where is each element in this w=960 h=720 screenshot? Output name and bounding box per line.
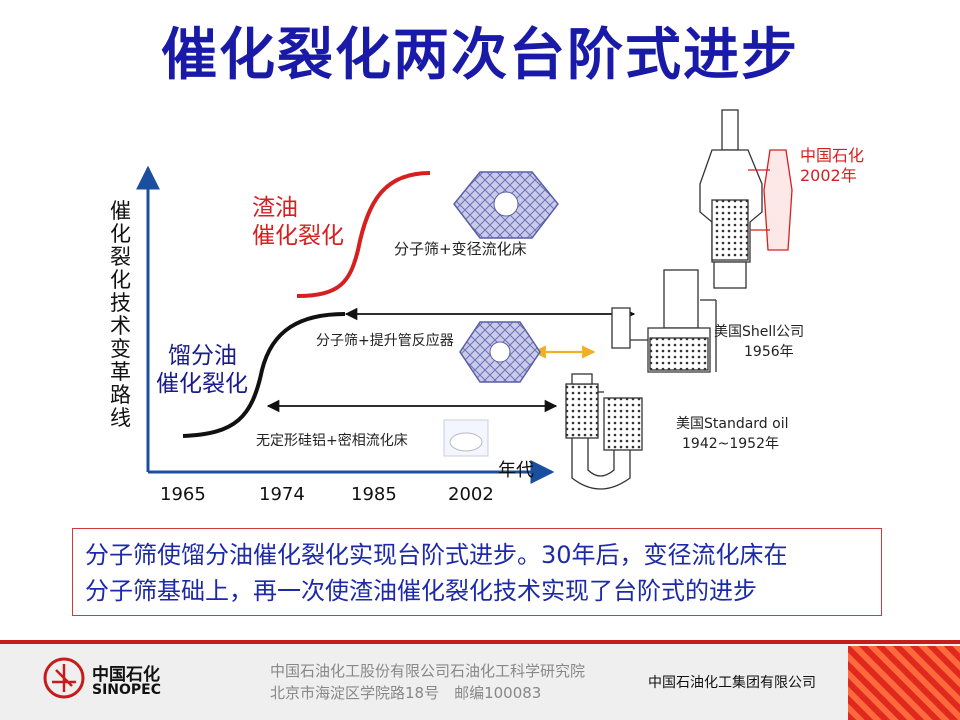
year-tick: 1985 bbox=[351, 484, 397, 505]
year-tick: 2002 bbox=[448, 484, 494, 505]
year-tick: 1974 bbox=[259, 484, 305, 505]
unit-standard-label: 美国Standard oil 1942~1952年 bbox=[676, 414, 789, 454]
logo-en-text: SINOPEC bbox=[92, 682, 162, 698]
caption-line2: 分子筛基础上，再一次使渣油催化裂化技术实现了台阶式的进步 bbox=[85, 577, 757, 605]
slide-title: 催化裂化两次台阶式进步 bbox=[161, 23, 799, 88]
tech-resid-label: 分子筛+变径流化床 bbox=[394, 240, 527, 258]
tech-amorphous-label: 无定形硅铝+密相流化床 bbox=[256, 433, 408, 449]
unit-shell-line1: 美国Shell公司 bbox=[714, 324, 805, 340]
caption-box: 分子筛使馏分油催化裂化实现台阶式进步。30年后，变径流化床在 分子筛基础上，再一… bbox=[72, 528, 882, 616]
resid-stage-label: 渣油 催化裂化 bbox=[252, 194, 344, 250]
distillate-stage-line1: 馏分油 bbox=[168, 343, 237, 369]
zeolite-image-top bbox=[453, 171, 559, 239]
caption-line1: 分子筛使馏分油催化裂化实现台阶式进步。30年后，变径流化床在 bbox=[85, 541, 788, 569]
unit-shell-label: 美国Shell公司 1956年 bbox=[714, 322, 804, 362]
y-axis-label: 催化裂化技术变革路线 bbox=[110, 199, 131, 430]
resid-stage-line1: 渣油 bbox=[252, 195, 298, 221]
year-tick: 1965 bbox=[160, 484, 206, 505]
footer-divider bbox=[0, 640, 960, 644]
distillate-stage-line2: 催化裂化 bbox=[156, 371, 248, 397]
group-name: 中国石油化工集团有限公司 bbox=[648, 675, 816, 691]
distillate-stage-label: 馏分油 催化裂化 bbox=[156, 342, 248, 398]
tech-molecular-label: 分子筛+提升管反应器 bbox=[316, 333, 454, 349]
unit-sinopec-label: 中国石化 2002年 bbox=[800, 146, 864, 186]
reactor-sinopec-diagram bbox=[699, 109, 793, 289]
resid-curve bbox=[296, 171, 431, 298]
reactor-standard-diagram bbox=[565, 373, 643, 490]
logo-cn-text: 中国石化 bbox=[92, 665, 160, 685]
org-line2: 北京市海淀区学院路18号 邮编100083 bbox=[270, 684, 542, 702]
x-axis-label: 年代 bbox=[498, 460, 534, 481]
unit-standard-line1: 美国Standard oil bbox=[676, 416, 789, 432]
unit-sinopec-line1: 中国石化 bbox=[800, 146, 865, 165]
org-line1: 中国石油化工股份有限公司石油化工科学研究院 bbox=[270, 662, 586, 680]
sinopec-logo-icon bbox=[43, 657, 85, 699]
unit-sinopec-line2: 2002年 bbox=[800, 166, 857, 185]
distillate-curve bbox=[182, 312, 346, 438]
footer-red-block bbox=[848, 646, 960, 720]
footer-bar bbox=[0, 640, 960, 720]
amorphous-powder-image bbox=[443, 419, 489, 457]
zeolite-image-middle bbox=[459, 321, 541, 383]
reactor-shell-diagram bbox=[611, 269, 717, 373]
resid-stage-line2: 催化裂化 bbox=[252, 223, 344, 249]
unit-shell-line2: 1956年 bbox=[744, 344, 794, 360]
unit-standard-line2: 1942~1952年 bbox=[682, 436, 779, 452]
